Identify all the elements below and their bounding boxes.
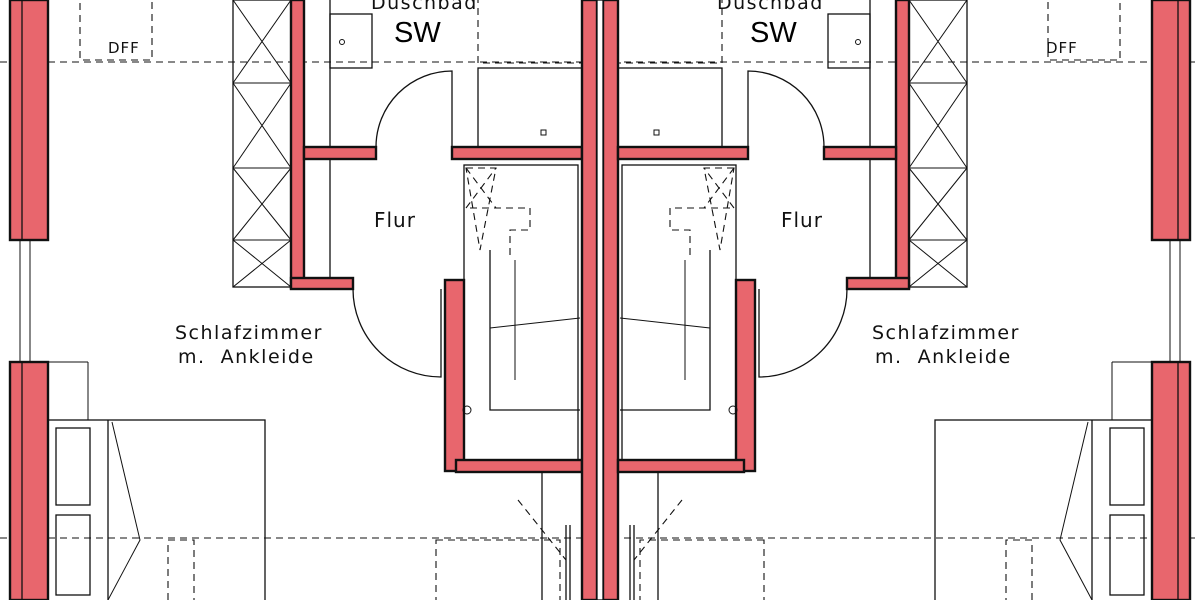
bed-right	[934, 361, 1153, 600]
door-bath-right	[747, 70, 825, 148]
bed-left	[47, 361, 266, 600]
hall-label: Flur	[781, 208, 823, 232]
bath-fixtures-left	[329, 0, 583, 148]
skylight-label: DFF	[1046, 39, 1078, 57]
chase-right	[908, 0, 968, 288]
unit-right: DFF Duschbad SW Flur Schlafzimmer m. Ank…	[616, 0, 1192, 600]
party-wall	[580, 0, 620, 600]
bedroom-label-line1: Schlafzimmer	[175, 322, 323, 344]
door-bedroom-left	[352, 288, 442, 378]
bath-fixtures-right	[617, 0, 871, 148]
door-bath-left	[375, 70, 453, 148]
chase-left	[232, 0, 292, 288]
stair-left	[435, 472, 571, 600]
hall-label: Flur	[374, 208, 416, 232]
interior-walls-right	[616, 0, 911, 474]
bedroom-label-line2: m. Ankleide	[178, 346, 315, 368]
bath-tag: SW	[750, 17, 797, 49]
door-bedroom-right	[758, 288, 848, 378]
bath-label: Duschbad	[717, 0, 824, 14]
skylight-left: DFF	[79, 0, 153, 61]
bath-label: Duschbad	[371, 0, 478, 14]
stair-right	[629, 472, 765, 600]
exterior-wall-left	[8, 0, 50, 600]
unit-left: DFF	[8, 0, 584, 600]
bath-tag: SW	[394, 17, 441, 49]
closet-right	[619, 164, 738, 461]
bedroom-label-line2: m. Ankleide	[875, 346, 1012, 368]
closet-left	[462, 164, 581, 461]
interior-walls-left	[289, 0, 584, 474]
exterior-wall-right	[1150, 0, 1192, 600]
bedroom-label-line1: Schlafzimmer	[872, 322, 1020, 344]
skylight-label: DFF	[108, 39, 140, 57]
